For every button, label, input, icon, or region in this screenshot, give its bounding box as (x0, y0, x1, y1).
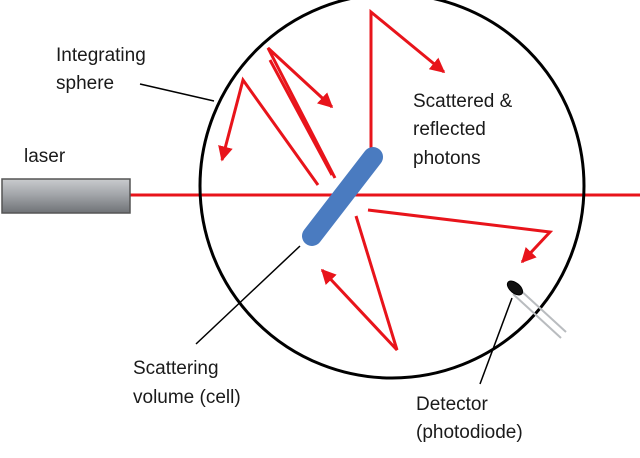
scattered-photons-label-line2: reflected (413, 119, 486, 140)
photon-path-lower-2 (367, 208, 554, 264)
sphere-label-leader (139, 83, 215, 102)
integrating-sphere-label-line2: sphere (56, 73, 114, 94)
scattering-cell (302, 147, 383, 246)
detector-lead-1 (517, 287, 567, 333)
scattering-volume-label-line1: Scattering (133, 358, 219, 379)
scattered-photons-label-line1: Scattered & (413, 91, 513, 112)
photon-path-upper-right (369, 8, 446, 148)
photodiode (506, 280, 524, 296)
detector-label-leader (479, 297, 513, 385)
laser-body (1, 178, 131, 214)
integrating-sphere-label-line1: Integrating (56, 45, 146, 66)
photon-path-lower-1 (320, 215, 399, 352)
scattered-photons-label-line3: photons (413, 148, 481, 169)
photon-path-upper-left-3 (268, 59, 334, 176)
scattering-volume-label-line2: volume (cell) (133, 387, 241, 408)
detector-label-line1: Detector (416, 394, 488, 415)
laser-label: laser (24, 146, 66, 167)
integrating-sphere (198, 0, 586, 380)
cell-label-leader (195, 245, 301, 345)
photon-path-upper-left-2 (266, 46, 337, 179)
detector (506, 280, 567, 339)
detector-label-line2: (photodiode) (416, 422, 523, 443)
detector-lead-2 (512, 293, 562, 339)
photon-path-upper-left-1 (218, 76, 320, 186)
